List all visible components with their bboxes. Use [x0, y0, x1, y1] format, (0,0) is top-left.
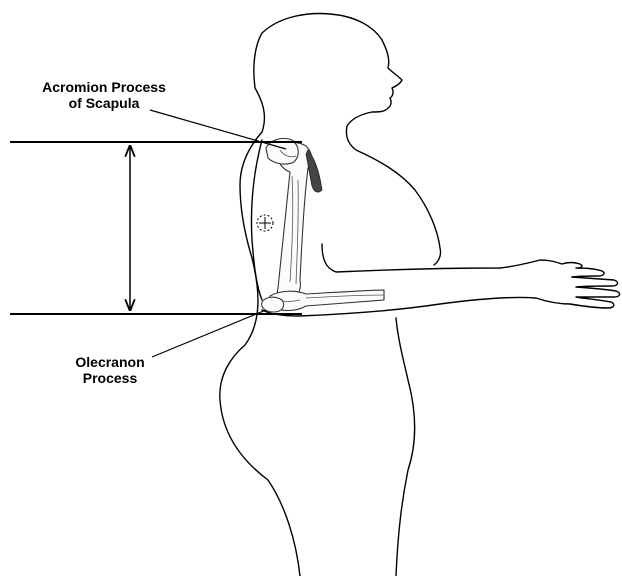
- acromion-label-line1: Acromion Process: [8, 79, 200, 95]
- acromion-label-line2: of Scapula: [8, 95, 200, 111]
- humerus-bone: [275, 143, 312, 302]
- fingers-outline: [570, 277, 620, 308]
- olecranon-process-label: Olecranon Process: [64, 354, 156, 386]
- forearm-bones: [270, 290, 384, 311]
- body-outline-front: [396, 318, 415, 576]
- acromion-leader-line: [150, 110, 286, 149]
- acromion-process-label: Acromion Process of Scapula: [8, 79, 200, 111]
- forearm-outline-top: [322, 244, 604, 277]
- upper-arm-outline: [251, 140, 262, 300]
- olecranon-label-line1: Olecranon: [64, 354, 156, 370]
- olecranon-bone: [262, 297, 284, 312]
- crosshair-circle-icon: [257, 215, 273, 231]
- olecranon-label-line2: Process: [64, 370, 156, 386]
- olecranon-leader-line: [152, 310, 266, 357]
- acromion-shadow: [306, 150, 322, 192]
